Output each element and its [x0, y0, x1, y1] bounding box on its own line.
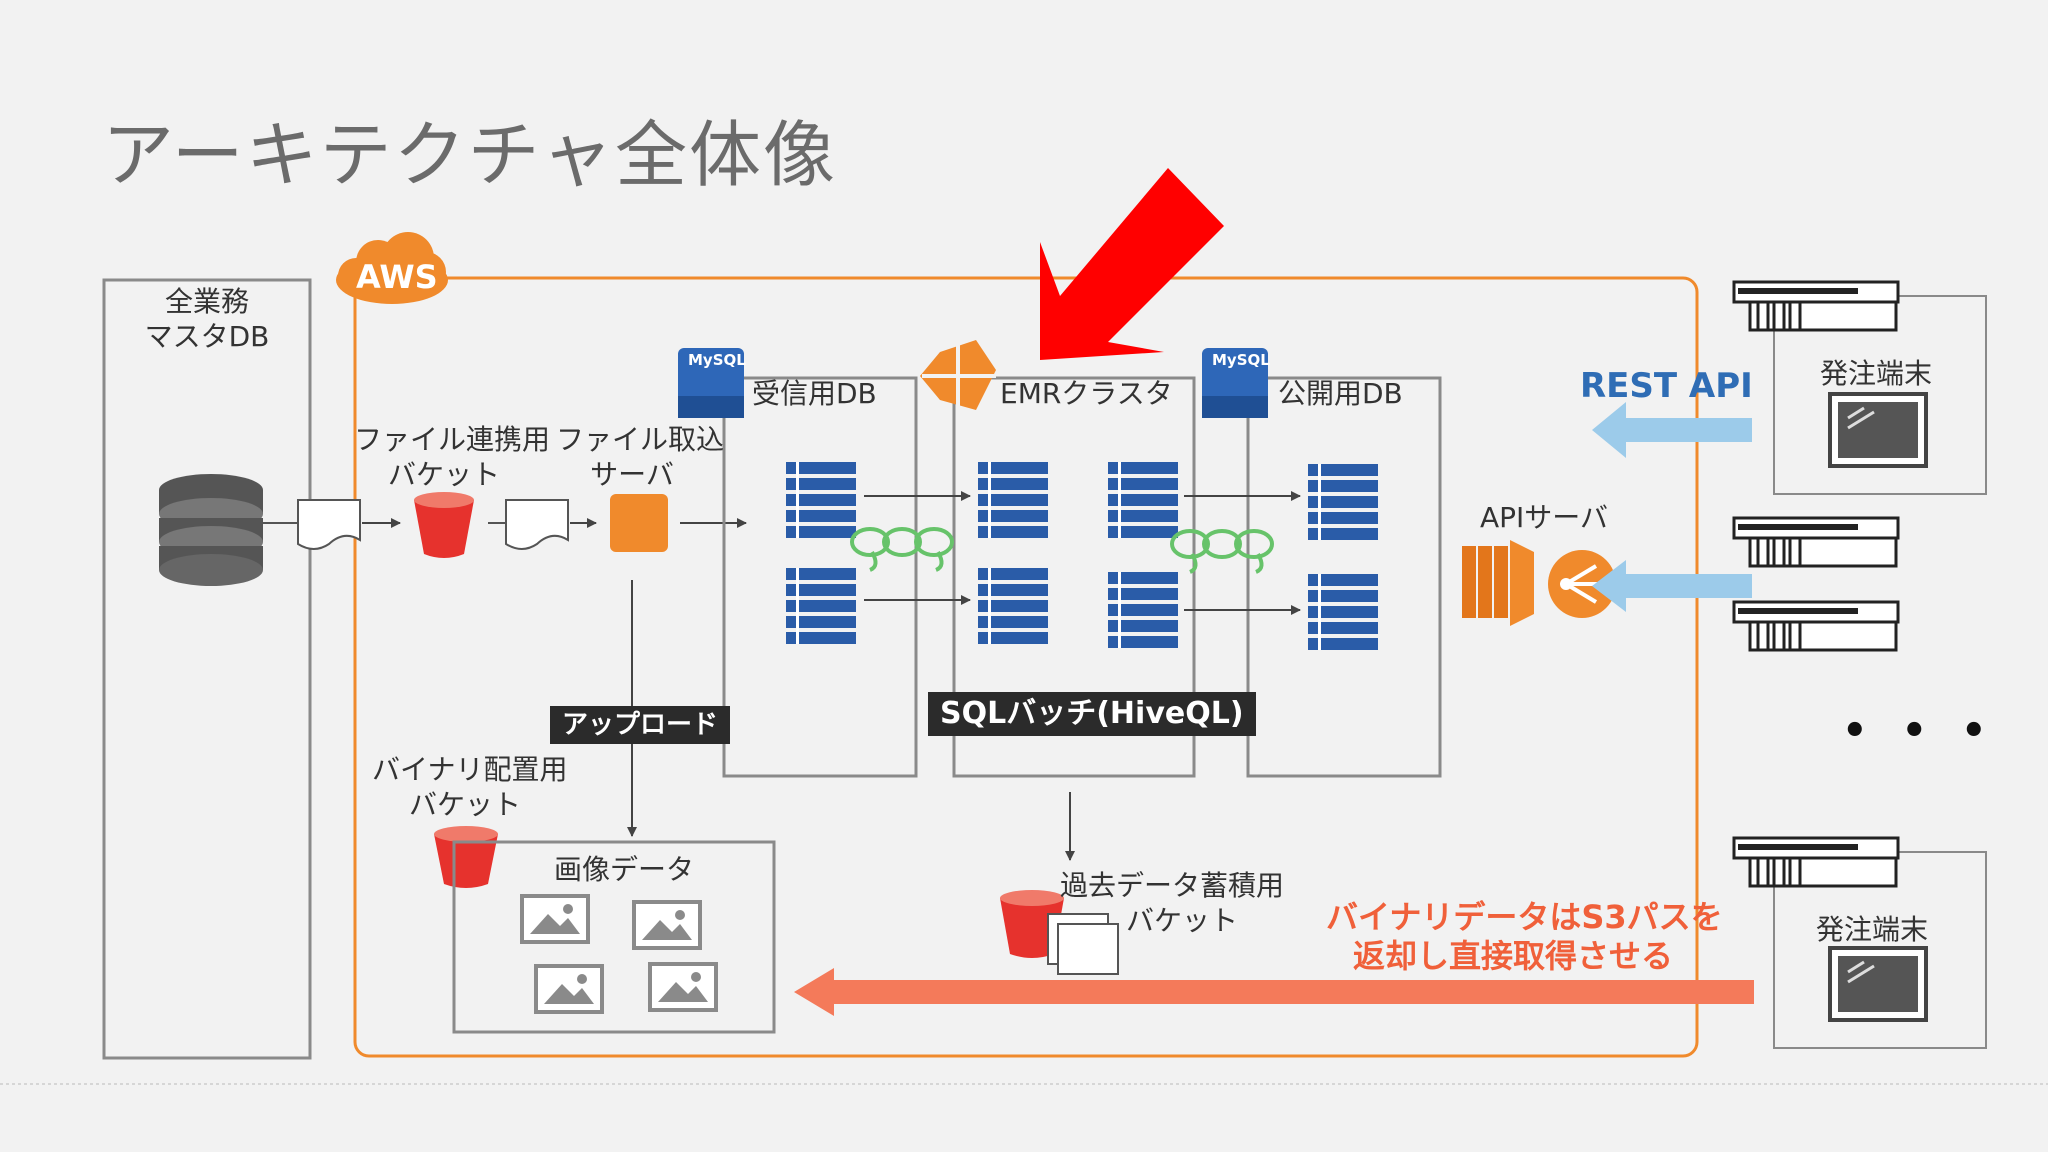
file-icon-1 [297, 499, 361, 550]
ec2-api-server-icon [1462, 540, 1534, 626]
pos-printer-icon-4 [1732, 836, 1900, 888]
page-title: アーキテクチャ全体像 [102, 113, 837, 197]
binary-data-arrow [794, 968, 1754, 1016]
public-db-box [1246, 376, 1442, 778]
hadoop-icon-1 [850, 527, 954, 572]
image-data-label: 画像データ [554, 853, 695, 886]
master-db-label: 全業務 マスタDB [144, 285, 270, 353]
mysql-label-public: MySQL [1212, 351, 1270, 369]
image-icon-3 [534, 964, 604, 1014]
receive-db-label: 受信用DB [752, 377, 877, 410]
table-icon-e1 [978, 462, 1048, 538]
terminal-icon-2 [1828, 946, 1928, 1022]
rest-api-arrow-1 [1592, 402, 1752, 458]
s3-bucket-icon-history [1000, 890, 1119, 975]
s3-bucket-icon-binary [434, 826, 498, 888]
terminal-label-2: 発注端末 [1816, 913, 1929, 946]
elb-icon [1548, 550, 1616, 618]
aws-region [353, 276, 1699, 1058]
image-icon-4 [648, 962, 718, 1012]
table-icon-r1 [786, 462, 856, 538]
table-icon-e4 [1108, 572, 1178, 648]
emr-icon [920, 338, 996, 412]
emr-cluster-label: EMRクラスタ [1000, 377, 1173, 410]
rest-api-arrow-2 [1592, 560, 1752, 612]
image-data-box [452, 840, 776, 1034]
sql-batch-badge: SQLバッチ(HiveQL) [928, 692, 1256, 736]
aws-cloud-icon [336, 232, 448, 304]
api-server-label: APIサーバ [1480, 501, 1609, 534]
emr-cluster-box [952, 376, 1196, 778]
image-icon-2 [632, 900, 702, 950]
table-icon-e3 [978, 568, 1048, 644]
receive-db-box [722, 376, 918, 778]
mysql-label-receive: MySQL [688, 351, 746, 369]
table-icon-r2 [786, 568, 856, 644]
table-icon-e2 [1108, 462, 1178, 538]
terminal-label-1: 発注端末 [1820, 357, 1933, 390]
s3-bucket-icon-file [414, 492, 474, 558]
hadoop-icon-2 [1170, 529, 1274, 574]
pos-printer-icon-1 [1732, 280, 1900, 332]
binary-bucket-label: バイナリ配置用 バケット [372, 753, 568, 821]
history-bucket-label: 過去データ蓄積用 バケット [1060, 869, 1285, 937]
binary-note: バイナリデータはS3パスを 返却し直接取得させる [1326, 898, 1723, 976]
ellipsis: • • • [1842, 708, 1997, 754]
public-db-label: 公開用DB [1278, 377, 1403, 410]
terminal-icon-1 [1828, 392, 1928, 468]
image-icon-1 [520, 894, 590, 944]
file-icon-2 [505, 499, 569, 550]
aws-label: AWS [356, 258, 438, 296]
file-bucket-label: ファイル連携用 バケット [354, 423, 551, 491]
upload-badge: アップロード [550, 706, 731, 744]
database-icon [159, 474, 263, 586]
red-callout-arrow-icon [1040, 168, 1224, 360]
ec2-import-server-icon [610, 494, 668, 552]
table-icon-p1 [1308, 464, 1378, 540]
pos-printer-icon-3 [1732, 600, 1900, 652]
pos-printer-icon-2 [1732, 516, 1900, 568]
rest-api-label: REST API [1580, 366, 1753, 406]
import-server-label: ファイル取込 サーバ [556, 423, 725, 491]
table-icon-p2 [1308, 574, 1378, 650]
master-db-box [102, 278, 312, 1060]
